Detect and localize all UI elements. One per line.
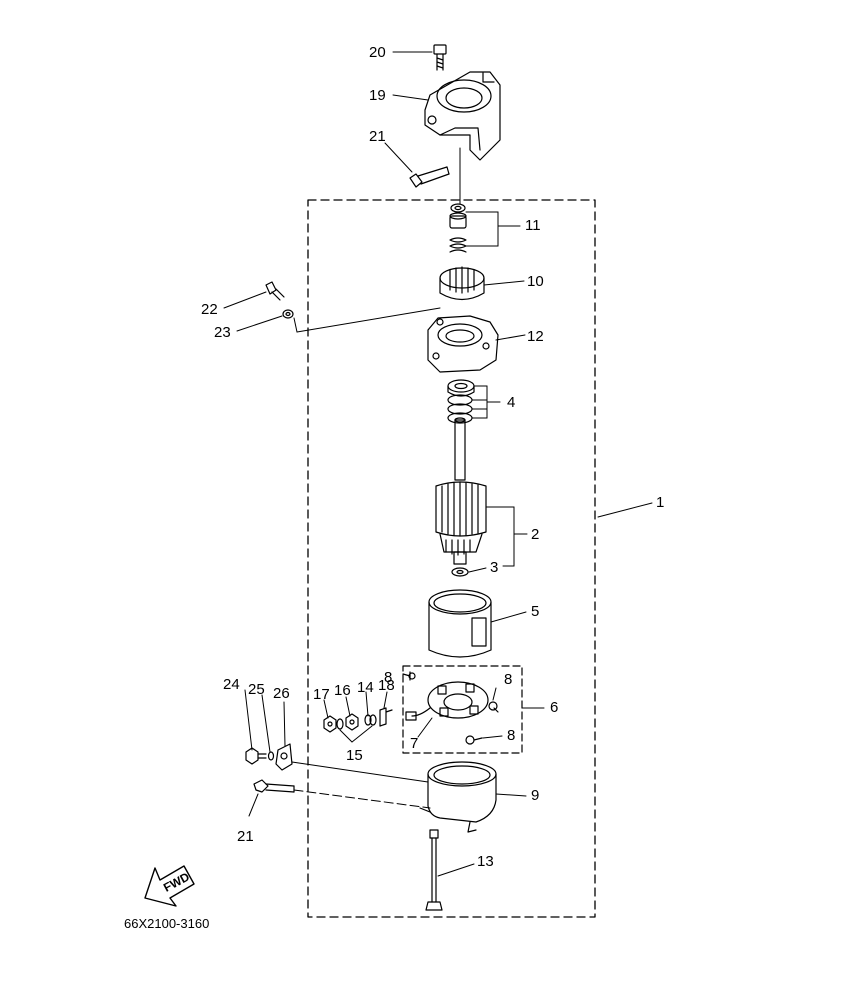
- screw-8-top: [402, 671, 416, 681]
- rear-cover-9: [419, 761, 497, 833]
- brush-holder-boundary: [402, 665, 523, 754]
- diagram-part-code: 66X2100-3160: [124, 916, 209, 931]
- callout-17: 17: [313, 686, 330, 703]
- pinion-gear-10: [439, 266, 485, 301]
- callout-19: 19: [369, 87, 386, 104]
- callout-14: 14: [357, 679, 374, 696]
- callout-8a: 8: [384, 669, 392, 686]
- screw-8-bottom: [465, 735, 483, 745]
- callout-6: 6: [550, 699, 558, 716]
- callout-8c: 8: [507, 727, 515, 744]
- washer-15b: [369, 714, 377, 726]
- callout-9: 9: [531, 787, 539, 804]
- screw-22: [265, 281, 285, 301]
- callout-25: 25: [248, 681, 265, 698]
- washer-stack-4: [447, 379, 475, 424]
- callout-15: 15: [346, 747, 363, 764]
- callout-10: 10: [527, 273, 544, 290]
- callout-4: 4: [507, 394, 515, 411]
- callout-23: 23: [214, 324, 231, 341]
- forward-arrow-icon: [144, 865, 195, 907]
- callout-1: 1: [656, 494, 664, 511]
- bolt-24: [245, 747, 267, 765]
- terminal-18: [379, 707, 393, 727]
- callout-21a: 21: [369, 128, 386, 145]
- clamp-26: [275, 743, 293, 771]
- upper-bracket-19: [424, 71, 501, 161]
- washer-23: [282, 309, 294, 319]
- callout-20: 20: [369, 44, 386, 61]
- washer-25: [267, 751, 275, 761]
- callout-21b: 21: [237, 828, 254, 845]
- screw-8-right: [488, 701, 499, 713]
- callout-24: 24: [223, 676, 240, 693]
- through-bolt-13: [425, 829, 443, 911]
- washer-15a: [336, 718, 344, 730]
- callout-22: 22: [201, 301, 218, 318]
- callout-2: 2: [531, 526, 539, 543]
- callout-26: 26: [273, 685, 290, 702]
- callout-8b: 8: [504, 671, 512, 688]
- armature-2: [435, 417, 487, 565]
- bolt-21-upper: [409, 166, 450, 188]
- callout-3: 3: [490, 559, 498, 576]
- callout-11: 11: [525, 217, 541, 234]
- assembly-boundary: [307, 199, 596, 918]
- callout-5: 5: [531, 603, 539, 620]
- front-cover-12: [427, 315, 499, 373]
- brush-holder-6: [405, 681, 489, 721]
- callout-16: 16: [334, 682, 351, 699]
- nut-17: [323, 715, 337, 733]
- callout-7: 7: [410, 735, 418, 752]
- yoke-5: [428, 589, 492, 658]
- callout-12: 12: [527, 328, 544, 345]
- nut-16: [345, 713, 359, 731]
- collar-set-11: [449, 203, 467, 253]
- washer-3: [451, 567, 469, 577]
- callout-18: 18: [378, 677, 395, 694]
- callout-13: 13: [477, 853, 494, 870]
- bolt-21-lower: [253, 779, 295, 793]
- leader-lines: [223, 51, 653, 877]
- bolt-20: [433, 44, 447, 71]
